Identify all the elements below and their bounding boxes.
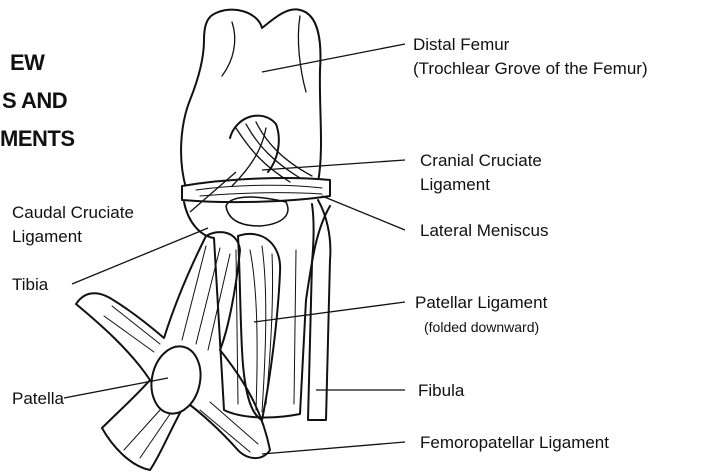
label-patellar-ligament: Patellar Ligament xyxy=(415,292,547,314)
meniscus-band xyxy=(182,178,330,202)
leader-cranial-cruciate xyxy=(262,160,405,170)
diagram-title-line-2: S AND xyxy=(2,86,67,116)
label-fibula: Fibula xyxy=(418,380,464,402)
label-lateral-meniscus: Lateral Meniscus xyxy=(420,220,549,242)
label-patella: Patella xyxy=(12,388,64,410)
leader-distal-femur xyxy=(262,44,405,72)
label-cranial-cruciate-2: Ligament xyxy=(420,174,490,196)
distal-femur-bone xyxy=(181,9,321,188)
label-distal-femur-sub: (Trochlear Grove of the Femur) xyxy=(413,58,648,80)
patellar-ligament xyxy=(238,234,280,420)
label-femoropatellar: Femoropatellar Ligament xyxy=(420,432,609,454)
label-cranial-cruciate: Cranial Cruciate xyxy=(420,150,542,172)
label-patellar-ligament-sub: (folded downward) xyxy=(424,316,539,338)
diagram-title-line-1: EW xyxy=(10,48,44,78)
diagram-title-line-3: MENTS xyxy=(0,124,75,154)
label-caudal-cruciate-2: Ligament xyxy=(12,226,82,248)
leader-lateral-meniscus xyxy=(322,196,405,230)
label-caudal-cruciate: Caudal Cruciate xyxy=(12,202,134,224)
intercondylar-notch xyxy=(230,116,279,172)
label-tibia: Tibia xyxy=(12,274,48,296)
leader-femoropatellar xyxy=(262,442,405,454)
label-distal-femur: Distal Femur xyxy=(413,34,509,56)
